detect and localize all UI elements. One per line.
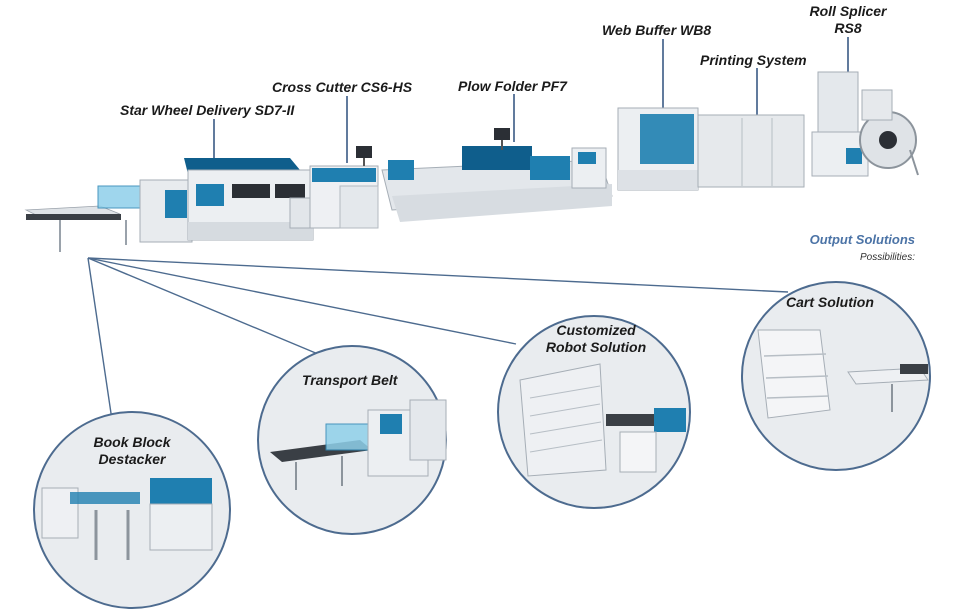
infeed-conveyor xyxy=(24,185,143,252)
label-plow-folder: Plow Folder PF7 xyxy=(458,78,567,94)
cross-cutter-machine xyxy=(309,146,379,229)
printing-system-machine xyxy=(697,114,805,188)
label-book-block-destacker: Book Block Destacker xyxy=(93,434,171,467)
book-block-destacker-circle xyxy=(33,411,231,609)
output-solutions-title: Output Solutions xyxy=(809,232,915,247)
label-web-buffer: Web Buffer WB8 xyxy=(602,22,712,38)
label-robot-solution: Customized Robot Solution xyxy=(545,322,647,355)
label-leader-lines xyxy=(213,37,849,163)
output-solutions-subtitle: Possibilities: xyxy=(859,252,915,263)
star-wheel-delivery-machine xyxy=(139,158,321,243)
label-cross-cutter: Cross Cutter CS6-HS xyxy=(272,79,413,95)
label-transport-belt: Transport Belt xyxy=(302,372,398,388)
robot-solution-circle xyxy=(497,315,691,509)
production-line xyxy=(24,71,919,252)
cart-solution-circle xyxy=(741,281,931,471)
label-star-wheel-delivery: Star Wheel Delivery SD7-II xyxy=(120,102,295,118)
label-cart-solution: Cart Solution xyxy=(786,294,874,310)
output-connector-lines xyxy=(87,257,789,421)
web-buffer-machine xyxy=(617,107,699,191)
label-printing-system: Printing System xyxy=(700,52,807,68)
transport-belt-circle xyxy=(257,345,447,535)
plow-folder-machine xyxy=(381,128,613,222)
label-roll-splicer: Roll Splicer RS8 xyxy=(809,3,887,36)
roll-splicer-machine xyxy=(811,71,919,177)
